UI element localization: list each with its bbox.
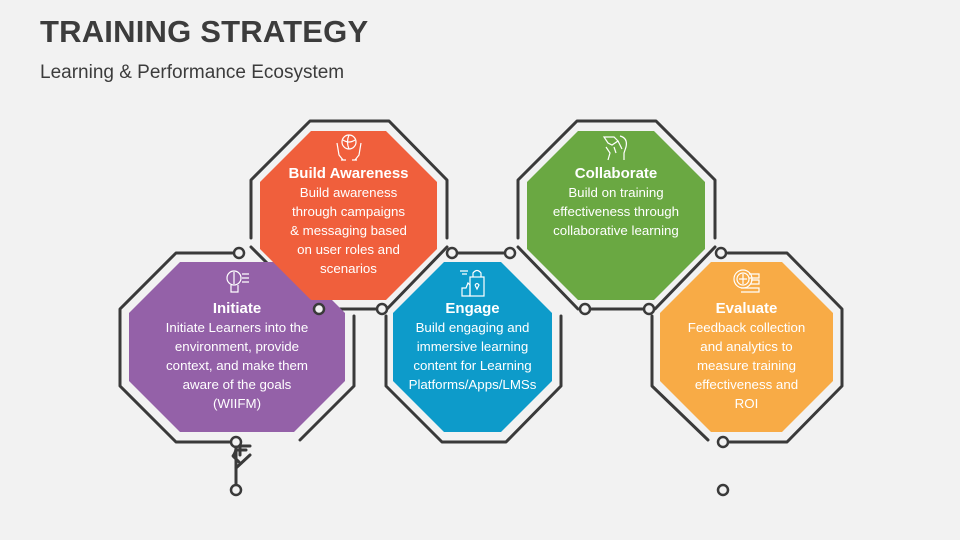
step-line: Build awareness [299,185,398,200]
evaluate-shape [660,262,833,432]
page-subtitle: Learning & Performance Ecosystem [40,62,345,83]
build-awareness-outline [249,119,449,240]
step-line: Platforms/Apps/LMSs [408,377,537,392]
collaborate-shape [527,131,705,300]
learner-idea-icon [226,270,249,293]
step-line: on user roles and [297,242,400,257]
initiate-shape [129,262,345,432]
step-line: Feedback collection [687,320,806,335]
step-line: & messaging based [290,223,407,238]
evaluate-outline [726,251,844,444]
step-title: Collaborate [574,165,658,182]
hands-globe-icon [335,134,362,161]
step-title: Build Awareness [288,165,409,182]
step-build-awareness: Build Awareness Build awareness through … [260,133,437,278]
step-title: Evaluate [715,300,778,317]
step-engage: Engage Build engaging and immersive lear… [393,268,552,394]
connector-node [716,483,730,497]
connector-node [312,302,326,316]
step-line: collaborative learning [553,223,679,238]
connector-node [642,302,656,316]
step-initiate: Initiate Initiate Learners into the envi… [129,268,345,413]
step-line: aware of the goals [182,377,292,392]
initiate-outline [118,251,238,444]
step-line: scenarios [320,261,377,276]
step-line: (WIIFM) [213,396,261,411]
step-line: effectiveness and [694,377,799,392]
connector-node [229,483,243,497]
build-awareness-shape [260,131,437,300]
step-line: immersive learning [416,339,529,354]
step-line: measure training [696,358,797,373]
step-line: Build engaging and [415,320,530,335]
connector-node [578,302,592,316]
connector-node [445,246,459,260]
step-line: through campaigns [291,204,406,219]
step-line: ROI [734,396,759,411]
step-title: Initiate [212,300,262,317]
magnifier-analytics-icon [732,269,760,293]
step-evaluate: Evaluate Feedback collection and analyti… [660,268,833,413]
connector-node [716,435,730,449]
page-title: TRAINING STRATEGY [40,14,369,49]
engage-shape [393,262,552,432]
step-line: and analytics to [700,339,793,354]
step-line: environment, provide [174,339,300,354]
connector-node [503,246,517,260]
step-line: Initiate Learners into the [165,320,309,335]
connector-node [714,246,728,260]
step-line: effectiveness through [552,204,680,219]
step-line: Build on training [568,185,664,200]
engage-outline [384,314,563,444]
collaborate-outline [516,119,717,240]
shopping-bag-thumbs-up-icon [459,269,485,297]
connector-node [375,302,389,316]
step-collaborate: Collaborate Build on training effectiven… [527,133,705,240]
step-line: context, and make them [166,358,308,373]
step-line: content for Learning [413,358,532,373]
handshake-icon [602,135,627,161]
connector-node [232,246,246,260]
step-title: Engage [445,300,500,317]
